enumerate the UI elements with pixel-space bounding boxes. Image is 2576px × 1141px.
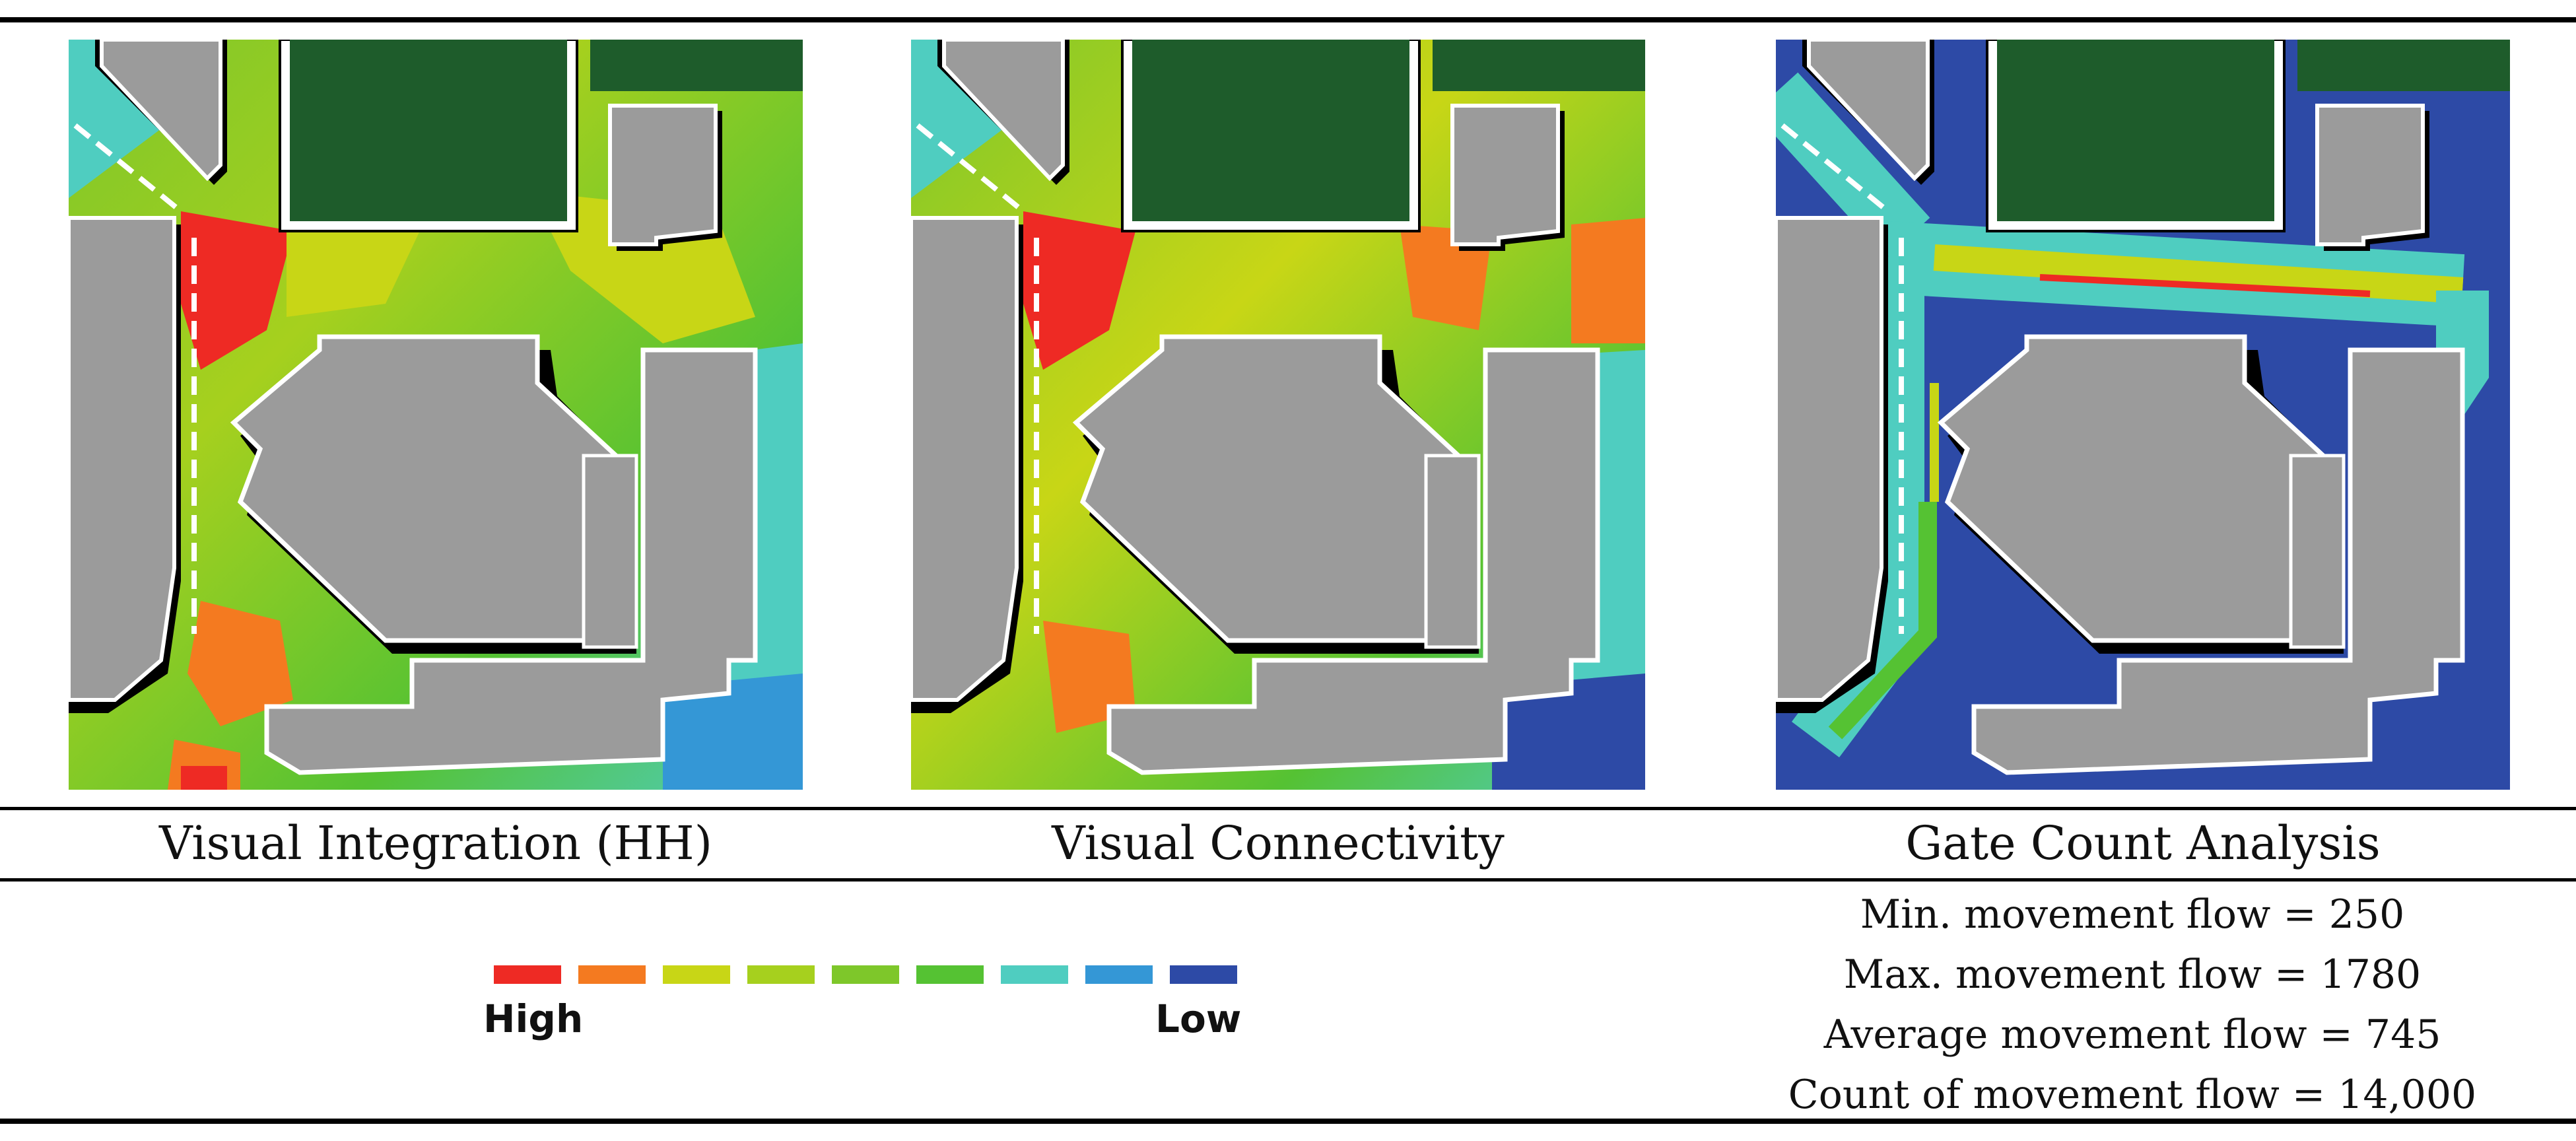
- flow-corridor: [1933, 244, 2464, 304]
- gate-count-stats: Min. movement flow = 250 Max. movement f…: [1690, 885, 2575, 1125]
- legend-swatch: [832, 965, 899, 984]
- zone-orange: [1571, 218, 1645, 343]
- stat-min-flow: Min. movement flow = 250: [1860, 891, 2405, 938]
- hotspot-red: [1023, 211, 1135, 370]
- caption-bottom-rule: [0, 878, 2576, 882]
- gate-count-map: [1776, 40, 2510, 790]
- building: [942, 40, 1065, 182]
- building: [1424, 454, 1481, 649]
- caption-visual-integration: Visual Integration (HH): [158, 816, 713, 870]
- caption-gate-count: Gate Count Analysis: [1905, 816, 2381, 870]
- hotspot-red: [181, 211, 293, 370]
- legend-swatch: [663, 965, 730, 984]
- legend-swatch: [1085, 965, 1153, 984]
- zone-orange: [187, 601, 293, 726]
- legend-swatch: [578, 965, 646, 984]
- flow-corridor: [1776, 72, 1930, 258]
- green-block: [290, 40, 567, 221]
- building: [264, 347, 758, 775]
- green-block: [1132, 40, 1409, 221]
- building: [1072, 334, 1468, 643]
- green-block: [1433, 40, 1645, 91]
- zone-blue: [1492, 674, 1645, 790]
- building: [2315, 104, 2425, 246]
- green-block: [1997, 40, 2274, 221]
- green-block: [2297, 40, 2510, 91]
- building: [1776, 216, 1883, 702]
- zone-blue: [663, 674, 803, 790]
- visual-connectivity-map: [911, 40, 1645, 790]
- building: [1450, 104, 1560, 246]
- building: [2289, 454, 2346, 649]
- stat-average-flow: Average movement flow = 745: [1823, 1012, 2441, 1058]
- legend-low-label: Low: [1155, 996, 1242, 1041]
- building: [1106, 347, 1600, 775]
- stat-count-flow: Count of movement flow = 14,000: [1788, 1072, 2477, 1118]
- stat-max-flow: Max. movement flow = 1780: [1843, 951, 2422, 998]
- caption-top-rule: [0, 807, 2576, 810]
- building: [608, 104, 718, 246]
- legend-swatch: [494, 965, 561, 984]
- legend-swatch: [1001, 965, 1068, 984]
- flow-corridor: [1828, 502, 1937, 740]
- building: [1807, 40, 1930, 182]
- building: [100, 40, 222, 182]
- bottom-rule: [0, 1119, 2576, 1124]
- building: [1937, 334, 2333, 643]
- zone-red: [181, 766, 227, 790]
- legend-high-label: High: [483, 996, 584, 1041]
- building: [582, 454, 638, 649]
- flow-corridor: [2039, 274, 2371, 297]
- building: [1971, 347, 2465, 775]
- building: [911, 216, 1019, 702]
- visual-integration-map: [69, 40, 803, 790]
- legend-swatch: [747, 965, 815, 984]
- legend-swatch: [916, 965, 984, 984]
- building: [230, 334, 626, 643]
- caption-visual-connectivity: Visual Connectivity: [1052, 816, 1505, 870]
- flow-corridor: [1792, 258, 1924, 757]
- top-rule: [0, 17, 2576, 22]
- green-block: [590, 40, 803, 91]
- building: [69, 216, 176, 702]
- legend-swatch: [1170, 965, 1237, 984]
